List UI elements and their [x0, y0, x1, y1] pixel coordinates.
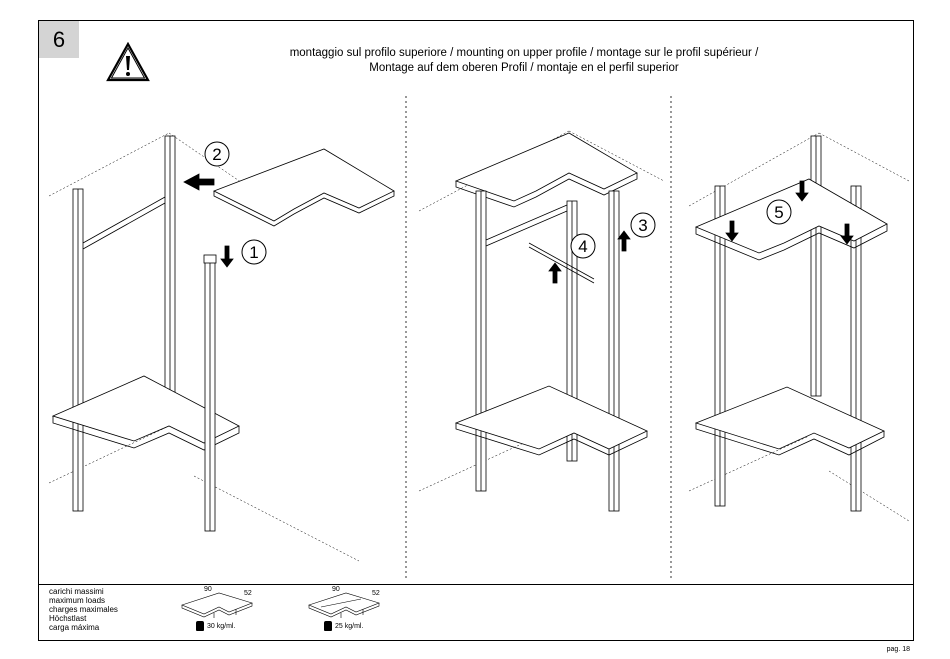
- arrow-icon: [221, 246, 233, 267]
- step-label: 4: [578, 237, 587, 256]
- max-loads-labels: carichi massimi maximum loads charges ma…: [49, 587, 118, 632]
- shelf1-depth: 52: [244, 590, 252, 597]
- weight-icon: [324, 621, 332, 631]
- load-label-fr: charges maximales: [49, 605, 118, 614]
- shelf: [214, 149, 394, 221]
- arrow-icon: [618, 231, 630, 251]
- load-label-it: carichi massimi: [49, 587, 118, 596]
- instruction-frame: 6 montaggio sul profilo superiore / moun…: [38, 20, 914, 641]
- arrow-icon: [184, 174, 214, 190]
- assembly-drawing: 2 1 3 4 5: [39, 21, 915, 584]
- shelf1-load: 30 kg/ml.: [207, 623, 235, 630]
- shelf2-depth: 52: [372, 590, 380, 597]
- arrow-icon: [549, 263, 561, 283]
- step-label: 5: [774, 203, 783, 222]
- step-label: 3: [638, 216, 647, 235]
- step-label: 1: [249, 243, 258, 262]
- weight-icon: [196, 621, 204, 631]
- shelf2-width: 90: [332, 586, 340, 593]
- shelf1-width: 90: [204, 586, 212, 593]
- step-label: 2: [212, 145, 221, 164]
- panel-2: [419, 131, 664, 511]
- panel-1: [49, 133, 394, 561]
- shelf2-load: 25 kg/ml.: [335, 623, 363, 630]
- loads-divider: [39, 584, 913, 585]
- page-number: pag. 18: [887, 646, 910, 653]
- load-label-es: carga máxima: [49, 623, 118, 632]
- load-label-en: maximum loads: [49, 596, 118, 605]
- load-label-de: Höchstlast: [49, 614, 118, 623]
- panel-3: [689, 133, 909, 521]
